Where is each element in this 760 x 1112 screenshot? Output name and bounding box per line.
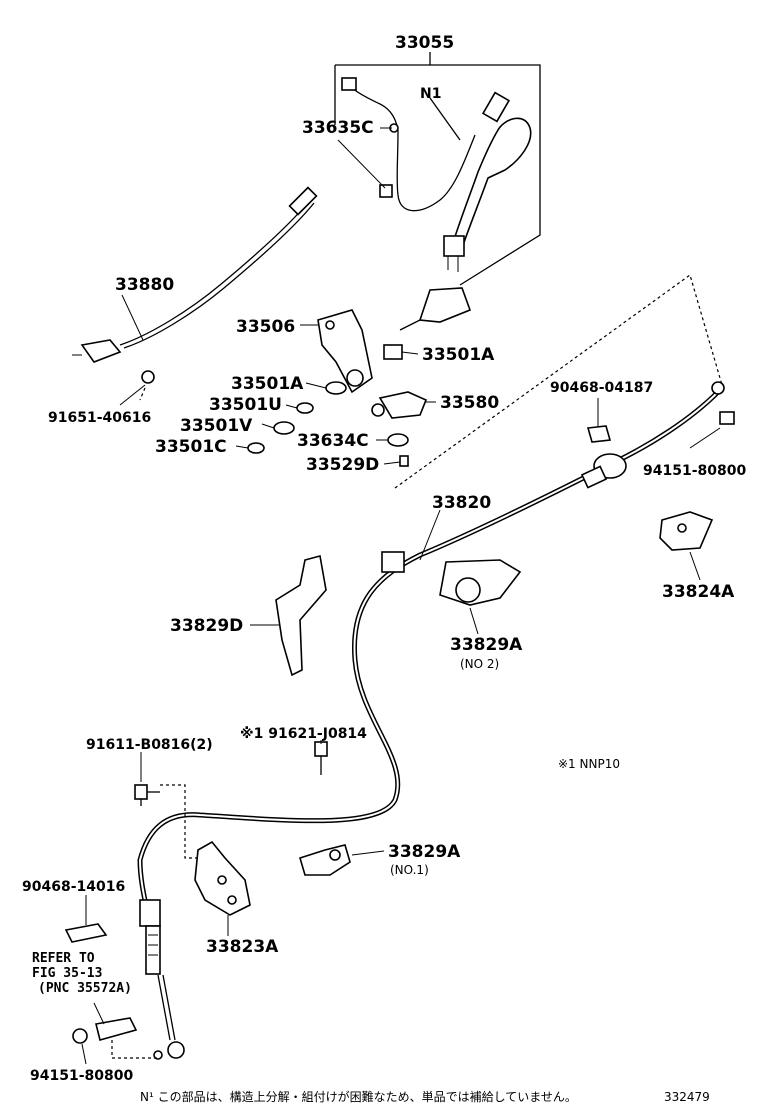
bracket-33829D: [275, 555, 327, 677]
label-33501C: 33501C: [155, 437, 227, 457]
leader-lines: [81, 294, 701, 1065]
label-33501A-left: 33501A: [231, 374, 304, 394]
shift-lever-assembly: [334, 52, 541, 286]
label-91611-B0816: 91611-B0816(2): [86, 737, 213, 753]
label-33824A: 33824A: [662, 582, 735, 602]
label-33501A-right: 33501A: [422, 345, 495, 365]
label-94151-80800-bottom: 94151-80800: [30, 1068, 133, 1084]
refer-line-2: FIG 35-13: [32, 966, 102, 981]
refer-line-3: (PNC 35572A): [38, 981, 132, 996]
label-90468-14016: 90468-14016: [22, 879, 125, 895]
diagram-code: 332479: [664, 1090, 710, 1104]
label-94151-80800-top: 94151-80800: [643, 463, 746, 479]
label-no1: (NO.1): [390, 863, 429, 877]
clip-33829A-no2: [439, 559, 522, 606]
label-33580: 33580: [440, 393, 499, 413]
shift-cable-33820: [137, 381, 725, 1060]
label-33501V: 33501V: [180, 416, 253, 436]
label-33829D: 33829D: [170, 616, 243, 636]
clip-33829A-no1: [299, 844, 351, 876]
footer-note: N¹ この部品は、構造上分解・組付けが困難なため、単品では補給していません。: [140, 1089, 577, 1104]
bracket-33824A: [659, 411, 735, 551]
label-33506: 33506: [236, 317, 295, 337]
label-33635C: 33635C: [302, 118, 374, 138]
label-nnp10: ※1 NNP10: [558, 757, 620, 771]
nut-bottom: [72, 1017, 160, 1059]
bracket-33823A: [160, 784, 251, 916]
label-33529D: 33529D: [306, 455, 379, 475]
label-33820: 33820: [432, 493, 491, 513]
cable-33880: [72, 186, 318, 401]
label-33823A: 33823A: [206, 937, 279, 957]
label-91621-J0814: ※1 91621-J0814: [240, 726, 367, 742]
bolts: [134, 741, 328, 806]
label-no2: (NO 2): [460, 657, 499, 671]
label-33880: 33880: [115, 275, 174, 295]
label-33829A-no2: 33829A: [450, 635, 523, 655]
label-33634C: 33634C: [297, 431, 369, 451]
label-33055: 33055: [395, 33, 454, 53]
refer-line-1: REFER TO: [32, 951, 95, 966]
part-labels: 33055 N1 33635C 33880 33506 33501A 33501…: [22, 33, 746, 1104]
lever-bracket-parts: [247, 274, 723, 489]
retainer-90468-14016: [64, 923, 108, 943]
label-33829A-no1: 33829A: [388, 842, 461, 862]
label-90468-04187: 90468-04187: [550, 380, 653, 396]
label-33501U: 33501U: [209, 395, 282, 415]
label-91651-40616: 91651-40616: [48, 410, 151, 426]
label-n1: N1: [420, 86, 441, 102]
